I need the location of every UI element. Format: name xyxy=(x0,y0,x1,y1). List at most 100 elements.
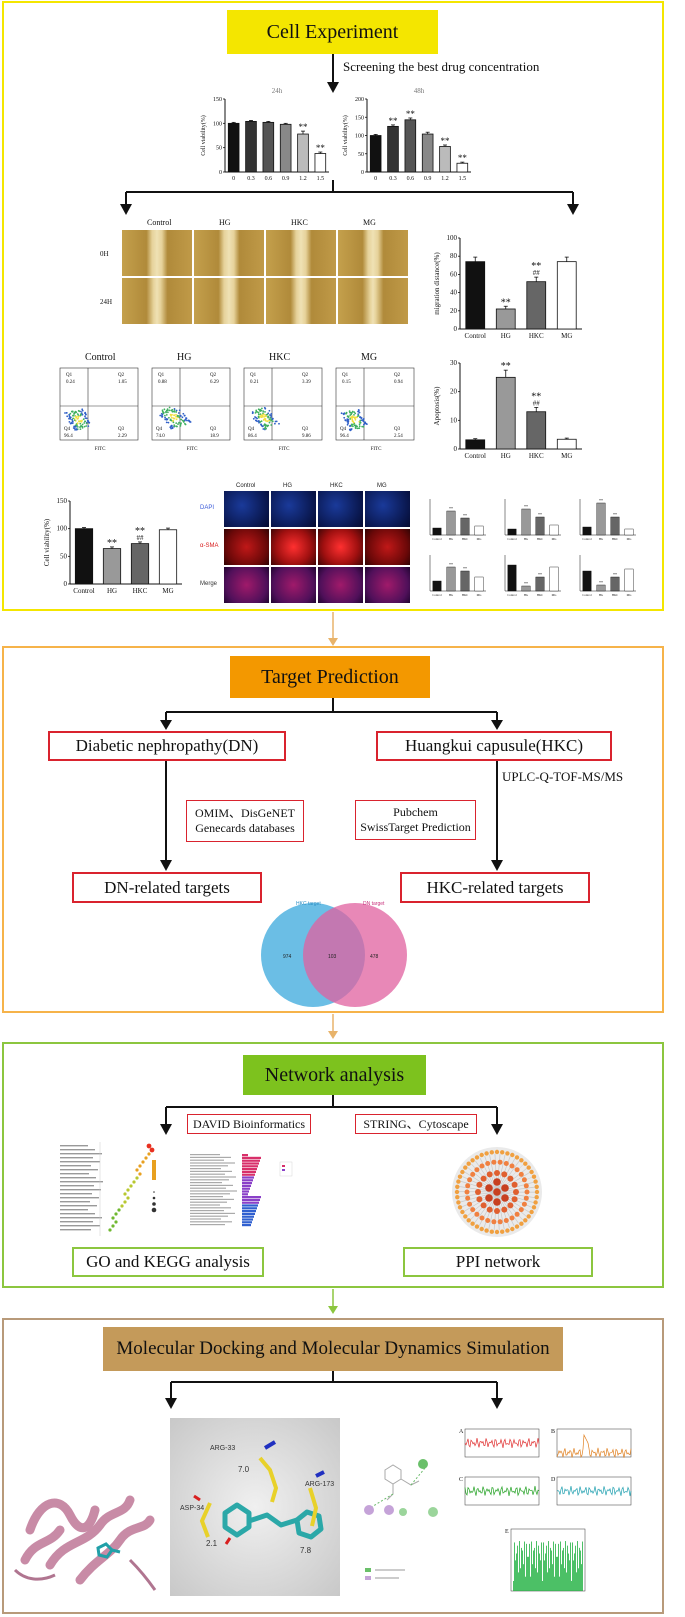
flow-event xyxy=(75,428,78,431)
scratch-image xyxy=(338,230,408,276)
x-tick-label: MG xyxy=(561,332,572,340)
sig-star: ** xyxy=(299,122,309,132)
flow-event xyxy=(262,410,265,413)
md-hist-bar xyxy=(535,1568,536,1591)
flow-event xyxy=(263,418,266,421)
kegg-bar xyxy=(242,1190,249,1193)
q1-value: 0.15 xyxy=(342,380,351,385)
flow-event xyxy=(164,416,166,419)
y-tick-label: 60 xyxy=(450,270,458,278)
flow-event xyxy=(264,425,267,427)
ppi-node-outer xyxy=(510,1152,515,1158)
md-hist-bar xyxy=(522,1550,523,1591)
venn-left-count: 974 xyxy=(283,954,292,960)
go-term-label xyxy=(60,1225,100,1227)
mini-bar xyxy=(535,516,545,536)
flow-event xyxy=(340,412,343,415)
go-term-label xyxy=(60,1197,99,1199)
kegg-term-label xyxy=(190,1221,232,1223)
flow-event xyxy=(71,420,74,423)
x-tick-label: HKC xyxy=(133,587,148,595)
flow-event xyxy=(254,412,257,414)
kegg-bar xyxy=(242,1168,257,1171)
md-hist-bar xyxy=(549,1568,550,1591)
ppi-node-outer xyxy=(489,1150,494,1155)
ppi-node-inner xyxy=(475,1189,481,1195)
mini-bar xyxy=(432,580,442,592)
md-trace xyxy=(464,1438,540,1449)
flow-event xyxy=(356,427,359,430)
go-dot xyxy=(141,1160,145,1164)
y-axis-label: Apoptosis(%) xyxy=(433,386,441,426)
y-tick-label: 150 xyxy=(355,115,364,121)
y-axis-label: Cell viability(%) xyxy=(200,115,207,156)
scratch-col-label: Control xyxy=(147,218,172,227)
flow-event xyxy=(355,416,358,419)
kegg-bar xyxy=(242,1210,256,1213)
ppi-node-mid xyxy=(509,1215,515,1221)
ppi-node-outer xyxy=(500,1229,505,1234)
md-trace xyxy=(464,1485,540,1497)
x-tick-label: Control xyxy=(465,332,486,340)
immuno-col-label: Control xyxy=(236,483,256,489)
flow-event xyxy=(358,427,361,430)
flow-scatter xyxy=(251,406,280,431)
flow-x-axis-label: FITC xyxy=(279,447,291,452)
scratch-image xyxy=(338,278,408,324)
md-trace xyxy=(556,1433,632,1458)
ppi-node-outer xyxy=(526,1165,531,1170)
mini-x-label: Control xyxy=(432,593,441,597)
flow-event xyxy=(183,414,186,417)
ppi-edge xyxy=(475,1160,498,1193)
md-hist-bar xyxy=(579,1547,580,1591)
mini-x-label: Control xyxy=(507,593,516,597)
ppi-node-outer xyxy=(489,1229,494,1234)
ppi-node-mid xyxy=(491,1219,497,1225)
md-hist-bar xyxy=(547,1572,548,1591)
md-hist-bar xyxy=(531,1541,532,1591)
go-dot xyxy=(132,1180,136,1184)
venn-left-label: HKC target xyxy=(296,901,321,907)
md-hist-bar xyxy=(526,1543,527,1591)
flow-event xyxy=(349,425,351,428)
ppi-node-outer xyxy=(500,1150,505,1155)
go-term-label xyxy=(60,1181,103,1183)
ppi-node-mid xyxy=(479,1163,485,1169)
ppi-node-core xyxy=(501,1184,509,1192)
go-dot xyxy=(146,1143,152,1149)
flow-event xyxy=(78,410,81,413)
flow-event xyxy=(80,420,83,423)
go-dot xyxy=(135,1168,139,1172)
ppi-node-mid xyxy=(485,1161,491,1166)
flow-event xyxy=(73,417,76,420)
flow-event xyxy=(79,422,82,425)
kegg-bar xyxy=(242,1187,250,1190)
ppi-node-inner xyxy=(476,1181,483,1188)
flow-event xyxy=(353,416,355,419)
go-term-label xyxy=(60,1229,91,1231)
go-dot xyxy=(111,1224,115,1228)
flow-event xyxy=(164,414,166,417)
flow-event xyxy=(359,421,362,423)
ppi-node-outer xyxy=(519,1221,524,1226)
ppi-node-outer xyxy=(474,1224,480,1229)
ppi-node-outer xyxy=(463,1214,468,1219)
mini-sig: ** xyxy=(538,572,542,577)
flow-event xyxy=(168,416,170,419)
mini-sig: ** xyxy=(463,513,467,518)
x-tick-label: 0.6 xyxy=(407,176,415,182)
ppi-node-outer xyxy=(494,1149,500,1155)
ppi-node-outer xyxy=(479,1226,484,1232)
md-hist-bar xyxy=(537,1572,538,1591)
mini-x-label: MG xyxy=(552,537,558,541)
x-tick-label: HKC xyxy=(529,452,544,460)
ppi-edge xyxy=(488,1191,498,1230)
hkc-targets-box: HKC-related targets xyxy=(400,872,590,903)
ppi-edge xyxy=(489,1154,498,1193)
go-term-label xyxy=(60,1169,98,1171)
quad-label: Q3 xyxy=(302,427,309,432)
q3-value: 18.9 xyxy=(210,434,219,439)
kegg-term-label xyxy=(190,1212,235,1214)
md-hist-bar xyxy=(563,1547,564,1591)
